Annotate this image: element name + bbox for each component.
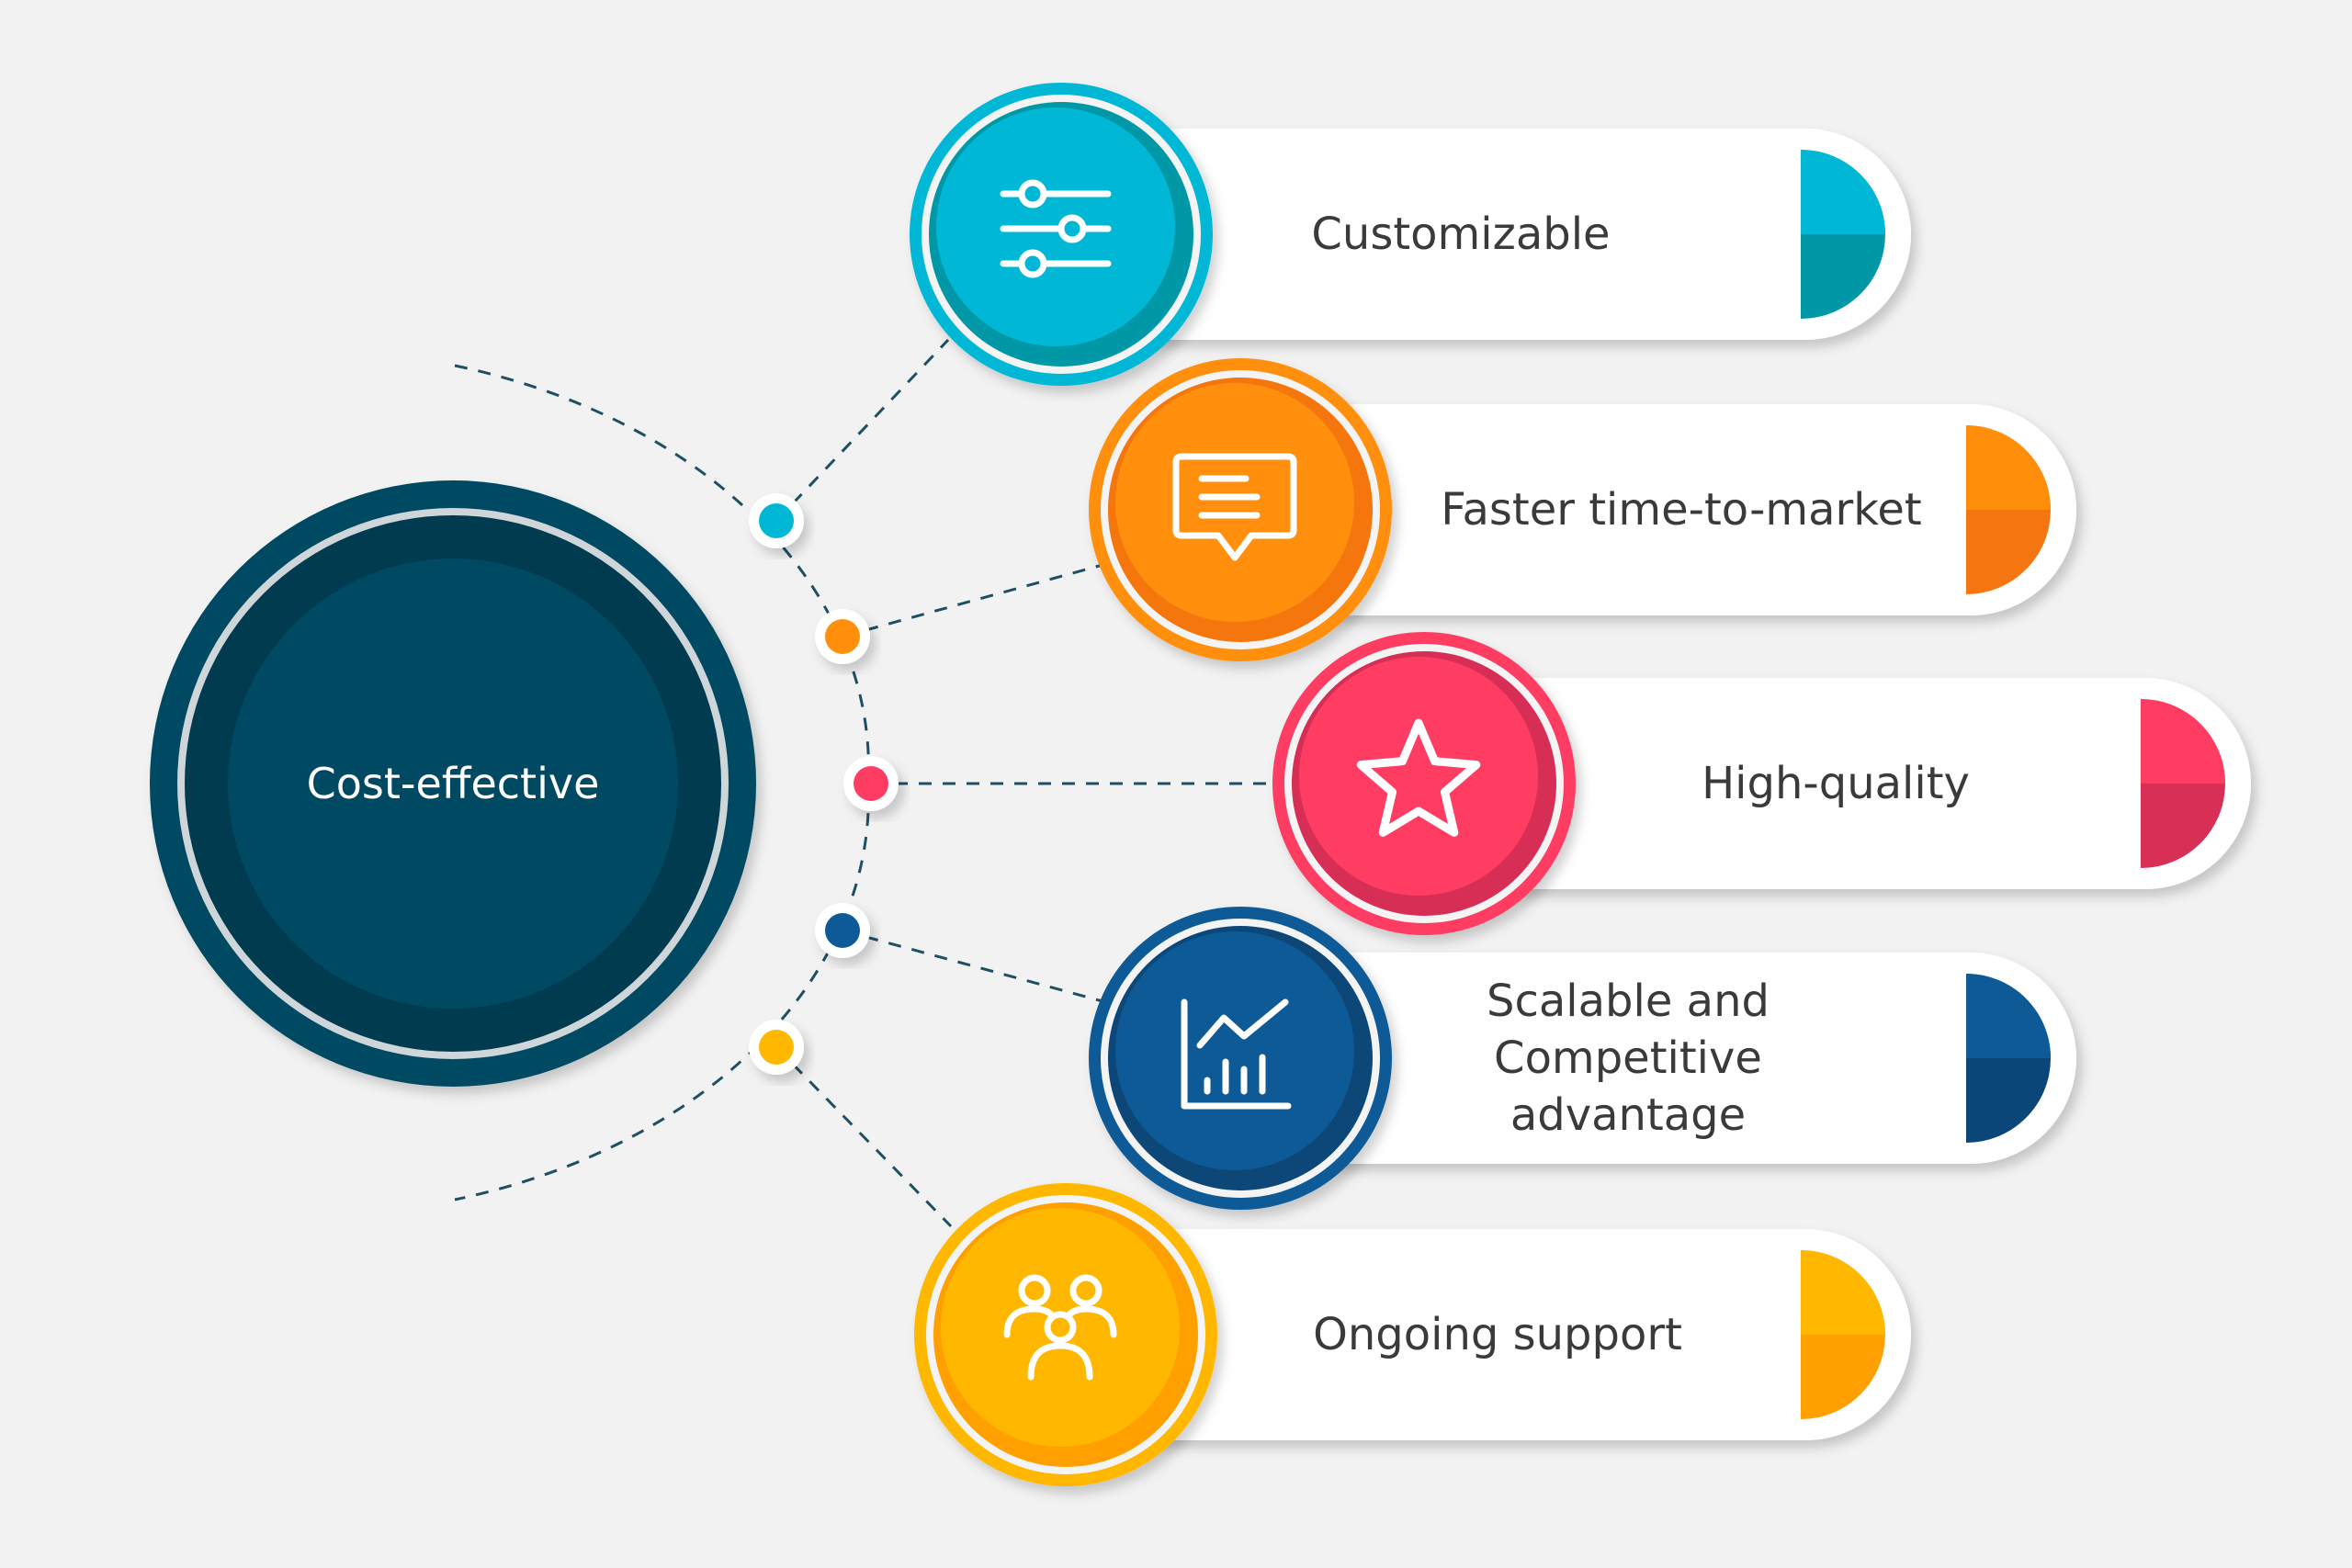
- center-label: Cost-effective: [307, 759, 600, 808]
- connector-line: [775, 1045, 953, 1228]
- feature-badge: [914, 1183, 1217, 1486]
- feature-tab: [1801, 150, 1885, 319]
- feature-tab: [1801, 1250, 1885, 1419]
- feature-item: High-quality: [1272, 632, 2251, 935]
- feature-item: Ongoing support: [914, 1183, 1911, 1486]
- feature-label: Faster time-to-market: [1441, 484, 1921, 536]
- connector-line: [842, 563, 1103, 638]
- feature-badge: [1089, 907, 1392, 1210]
- arc-dot: [749, 493, 804, 548]
- feature-badge: [1272, 632, 1576, 935]
- feature-label: Customizable: [1311, 209, 1610, 260]
- feature-item: Customizable: [910, 83, 1911, 386]
- arc-dots: [749, 493, 899, 1075]
- feature-card: [1424, 678, 2251, 889]
- chat-message-icon: [1172, 453, 1297, 561]
- connector-line: [775, 338, 950, 523]
- team-icon: [1003, 1274, 1117, 1381]
- arc-dot: [815, 609, 870, 664]
- feature-tab: [1966, 974, 2051, 1143]
- connector-line: [842, 929, 1103, 1003]
- sliders-icon: [1000, 179, 1112, 278]
- arc-dot: [749, 1020, 804, 1075]
- star-icon: [1356, 718, 1481, 837]
- feature-tab: [1966, 425, 2051, 594]
- feature-item: Faster time-to-market: [1089, 358, 2076, 661]
- feature-card: [1240, 404, 2076, 615]
- feature-tab: [2141, 699, 2225, 868]
- feature-badge: [1089, 358, 1392, 661]
- connector-lines: [454, 338, 1268, 1228]
- center-node: [150, 480, 756, 1087]
- feature-card: [1066, 1229, 1911, 1440]
- feature-card: [1061, 129, 1911, 340]
- growth-chart-icon: [1181, 998, 1292, 1110]
- feature-label: Ongoing support: [1313, 1309, 1682, 1360]
- arc-dot: [815, 903, 870, 958]
- arc-dot: [843, 756, 899, 811]
- feature-card: [1240, 953, 2076, 1164]
- feature-label: High-quality: [1702, 758, 1970, 809]
